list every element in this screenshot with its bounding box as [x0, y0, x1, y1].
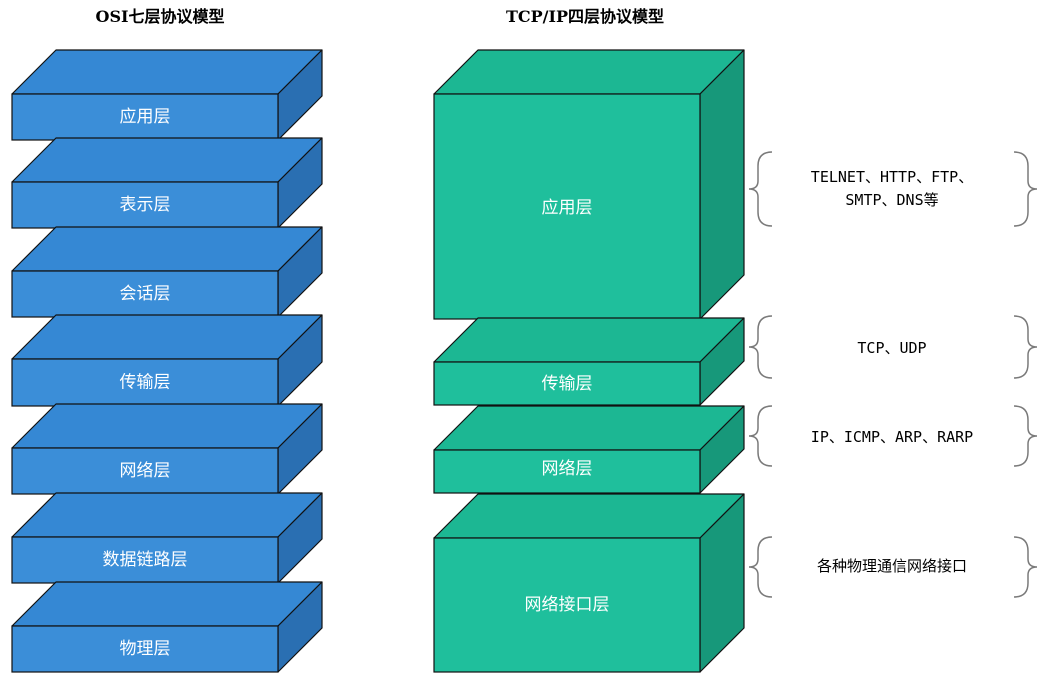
tcpip-layer-3	[433, 405, 745, 494]
tcpip-layer-label: 应用层	[542, 198, 593, 218]
osi-layer-label: 网络层	[120, 461, 171, 481]
tcpip-layer-label: 网络接口层	[525, 595, 610, 615]
osi-title: OSI七层协议模型	[96, 7, 225, 26]
osi-layer-5-top-face	[11, 403, 323, 449]
osi-layer-7	[11, 581, 323, 673]
protocol-text: 各种物理通信网络接口	[817, 557, 967, 575]
tcpip-layer-1-top-face	[433, 49, 745, 95]
tcpip-title: TCP/IP四层协议模型	[506, 7, 664, 26]
osi-layer-2-front-face	[11, 181, 279, 229]
osi-layer-4-top-face	[11, 314, 323, 360]
protocol-text: IP、ICMP、ARP、RARP	[811, 428, 973, 446]
protocol-text: SMTP、DNS等	[845, 191, 938, 209]
osi-layer-6-front-face	[11, 536, 279, 584]
tcpip-layer-1-side-face	[699, 49, 745, 320]
tcpip-layer-2-top-face	[433, 317, 745, 363]
tcpip-layer-3-top-face	[433, 405, 745, 451]
osi-layer-label: 应用层	[120, 107, 171, 127]
right-brace	[1013, 315, 1038, 379]
osi-layer-4	[11, 314, 323, 407]
osi-layer-4-front-face	[11, 358, 279, 407]
tcpip-layer-2-front-face	[433, 361, 701, 406]
osi-layer-6	[11, 492, 323, 584]
left-brace	[748, 315, 773, 379]
tcpip-layer-label: 网络层	[542, 459, 593, 479]
protocol-text: TELNET、HTTP、FTP、	[811, 168, 973, 186]
osi-layer-1	[11, 49, 323, 141]
osi-layer-1-top-face	[11, 49, 323, 95]
right-brace	[1013, 405, 1038, 467]
tcpip-layer-3-front-face	[433, 449, 701, 494]
osi-layer-label: 物理层	[120, 639, 171, 659]
osi-layer-6-top-face	[11, 492, 323, 538]
osi-layer-3	[11, 226, 323, 318]
osi-layer-5	[11, 403, 323, 495]
osi-layer-2	[11, 137, 323, 229]
tcpip-layer-4-front-face	[433, 537, 701, 673]
tcpip-layer-2	[433, 317, 745, 406]
osi-layer-label: 表示层	[120, 195, 171, 215]
left-brace	[748, 151, 773, 227]
left-brace	[748, 536, 773, 598]
tcpip-layer-label: 传输层	[542, 374, 593, 394]
osi-layer-3-front-face	[11, 270, 279, 318]
right-brace	[1013, 536, 1038, 598]
osi-layer-7-top-face	[11, 581, 323, 627]
osi-layer-1-front-face	[11, 93, 279, 141]
osi-layer-7-front-face	[11, 625, 279, 673]
tcpip-layer-1	[433, 49, 745, 320]
tcpip-layer-1-front-face	[433, 93, 701, 320]
osi-layer-label: 会话层	[120, 284, 171, 304]
right-brace	[1013, 151, 1038, 227]
left-brace	[748, 405, 773, 467]
osi-layer-3-top-face	[11, 226, 323, 272]
tcpip-layer-4	[433, 493, 745, 673]
osi-layer-label: 数据链路层	[103, 550, 188, 570]
osi-layer-label: 传输层	[120, 373, 171, 393]
protocol-text: TCP、UDP	[857, 339, 926, 357]
osi-layer-2-top-face	[11, 137, 323, 183]
tcpip-layer-4-top-face	[433, 493, 745, 539]
